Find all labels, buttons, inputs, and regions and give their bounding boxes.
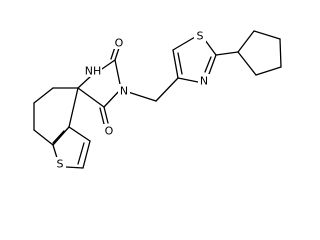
bond-tph-c3a-c7a	[52, 126, 70, 146]
label-bg-n-thiazole	[198, 74, 210, 87]
bond-n3-ch2	[127, 91, 157, 102]
bond-tph-c7a-s	[52, 144, 58, 159]
bond-thz-s-c2	[204, 39, 217, 56]
bond-cp-5	[237, 51, 257, 76]
bond-layer	[33, 30, 282, 169]
atom-n-hydantoin: N	[120, 85, 128, 98]
bond-thz-c4-c5	[172, 49, 179, 79]
bond-c4-spiro	[77, 87, 105, 108]
bond-chx-4	[33, 129, 54, 146]
bond-spiro-nh	[77, 75, 92, 89]
atom-n-thiazole: N	[200, 75, 208, 88]
bond-thz-c4-c5-inner	[177, 52, 183, 75]
bond-thz-cp	[215, 51, 239, 56]
bond-thz-n-c4	[177, 77, 199, 83]
bond-c4-o-b	[99, 107, 105, 125]
atom-s-thiazole: S	[197, 30, 204, 43]
bond-tph-c3a-c7a-inner	[52, 130, 65, 144]
bond-tph-c2-c3-inner	[77, 142, 85, 165]
atom-s-thiophene: S	[57, 158, 64, 171]
molecule-structure-diagram: O NH N O S N S	[33, 29, 282, 171]
label-bg-s-thiophene	[54, 157, 66, 170]
bond-tph-c2-c3	[82, 140, 91, 169]
bond-chx-6	[68, 87, 79, 128]
bond-c4-o-a	[103, 106, 109, 124]
bond-ch2-thiazole	[155, 77, 179, 102]
label-bg-s-thiazole	[194, 29, 206, 42]
bond-cp-3	[279, 38, 282, 68]
atom-o-lower: O	[105, 125, 114, 138]
bond-cp-2	[253, 30, 281, 40]
bond-thz-c2-n-inner	[204, 56, 212, 73]
bond-chx-2	[33, 87, 54, 104]
atom-nh: NH	[85, 65, 102, 78]
bond-thz-c2-n	[208, 54, 217, 75]
atom-o-upper: O	[115, 37, 124, 50]
label-bg-o-lower	[103, 124, 115, 137]
atom-label-layer: O NH N O S N S	[54, 29, 210, 171]
bond-tph-s-c2	[65, 166, 84, 169]
bond-thz-c5-s	[172, 36, 196, 51]
bond-tph-c3-c3a	[68, 126, 91, 142]
label-bg-o-upper	[113, 36, 125, 49]
bond-cp-4	[255, 66, 282, 76]
label-bg-n-hydantoin	[118, 84, 130, 97]
bond-c2-o-a	[114, 47, 120, 61]
label-bg-nh	[84, 64, 102, 77]
bond-cp-1	[237, 30, 255, 53]
